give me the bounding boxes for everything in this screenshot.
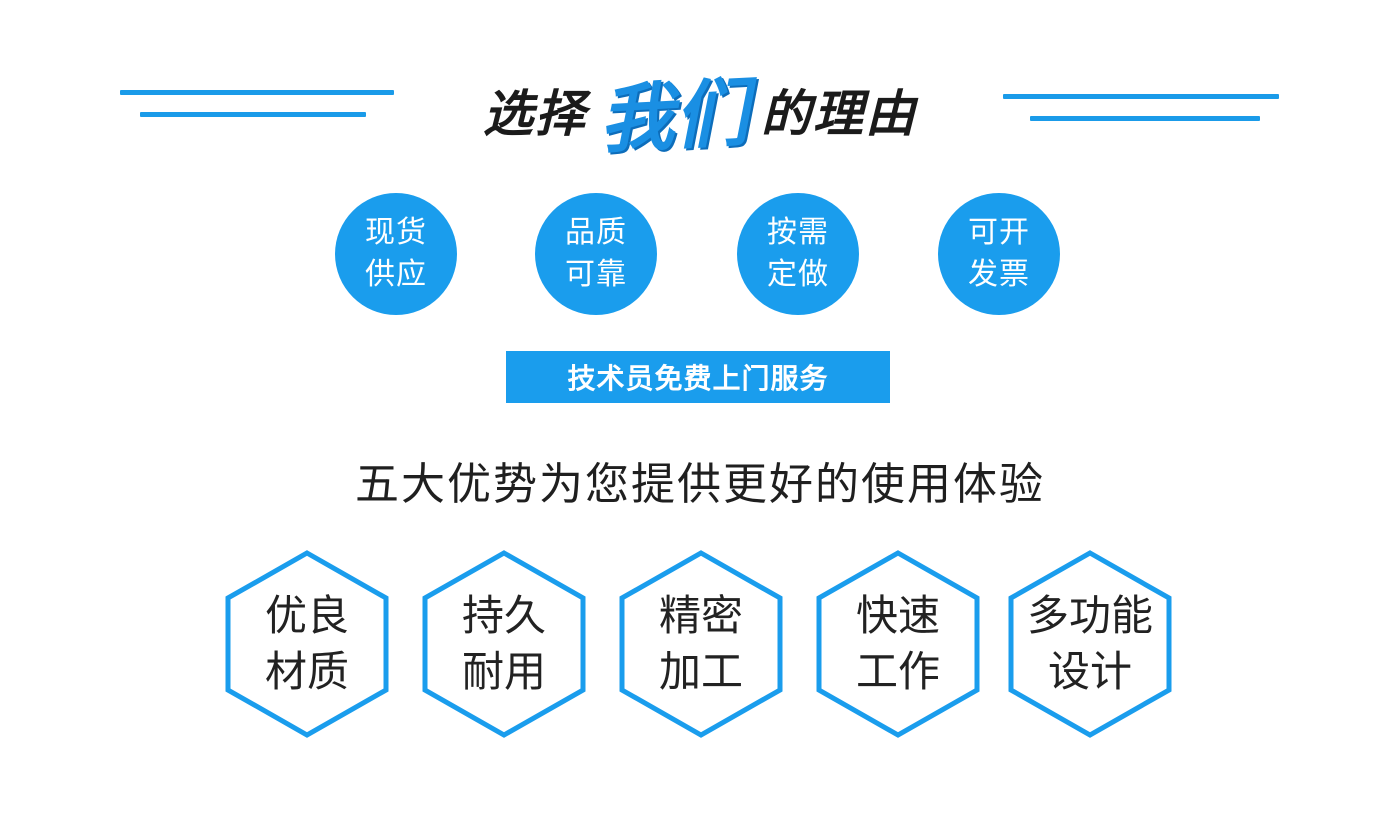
title-left-text: 选择 <box>483 84 587 143</box>
advantage-hexagon-precision: 精密 加工 <box>617 548 785 740</box>
title-accent-text: 我们 <box>597 69 752 164</box>
hexagon-outline-icon <box>225 550 389 738</box>
decorative-line-right-bottom <box>1030 116 1260 121</box>
title-row: 选择 我们 的理由 <box>0 60 1400 164</box>
feature-line-1: 现货 <box>365 215 427 250</box>
advantage-line-1: 持久 <box>461 591 546 640</box>
advantage-hexagons: 优良 材质 持久 耐用 精密 加工 快速 工作 <box>0 548 1400 740</box>
advantage-line-2: 加工 <box>658 647 743 696</box>
advantage-line-2: 耐用 <box>461 647 546 696</box>
advantage-line-1: 快速 <box>855 591 940 640</box>
title-right-text: 的理由 <box>761 84 917 143</box>
advantage-hexagon-durable: 持久 耐用 <box>420 548 588 740</box>
advantages-subtitle: 五大优势为您提供更好的使用体验 <box>355 459 1045 510</box>
decorative-line-left-bottom <box>140 112 366 117</box>
feature-circle-quality: 品质 可靠 <box>535 193 657 315</box>
feature-line-1: 按需 <box>767 215 829 250</box>
decorative-line-left-top <box>120 90 394 95</box>
advantage-line-1: 多功能 <box>1026 591 1153 640</box>
hexagon-outline-icon <box>422 550 586 738</box>
hexagon-outline-icon <box>816 550 980 738</box>
feature-line-2: 定做 <box>767 257 829 292</box>
decorative-line-right-top <box>1003 94 1279 99</box>
advantage-line-1: 优良 <box>264 591 349 640</box>
hexagon-outline-icon <box>1008 550 1172 738</box>
advantage-hexagon-material: 优良 材质 <box>223 548 391 740</box>
page-title: 选择 我们 的理由 <box>440 60 960 164</box>
feature-line-1: 品质 <box>565 215 627 250</box>
feature-line-2: 发票 <box>968 257 1030 292</box>
advantage-hexagon-multifunction: 多功能 设计 <box>1006 548 1174 740</box>
service-banner: 技术员免费上门服务 <box>506 351 890 403</box>
hexagon-outline-icon <box>619 550 783 738</box>
advantage-line-2: 工作 <box>855 647 940 696</box>
advantage-line-1: 精密 <box>658 591 743 640</box>
feature-line-2: 可靠 <box>565 257 627 292</box>
advantage-line-2: 设计 <box>1047 647 1132 696</box>
feature-line-1: 可开 <box>968 215 1030 250</box>
feature-circles: 现货 供应 品质 可靠 按需 定做 可开 发票 <box>0 193 1400 315</box>
advantage-hexagon-fast: 快速 工作 <box>814 548 982 740</box>
feature-circle-invoice: 可开 发票 <box>938 193 1060 315</box>
feature-circle-in-stock: 现货 供应 <box>335 193 457 315</box>
advantage-line-2: 材质 <box>264 647 349 696</box>
feature-circle-custom: 按需 定做 <box>737 193 859 315</box>
feature-line-2: 供应 <box>365 257 427 292</box>
